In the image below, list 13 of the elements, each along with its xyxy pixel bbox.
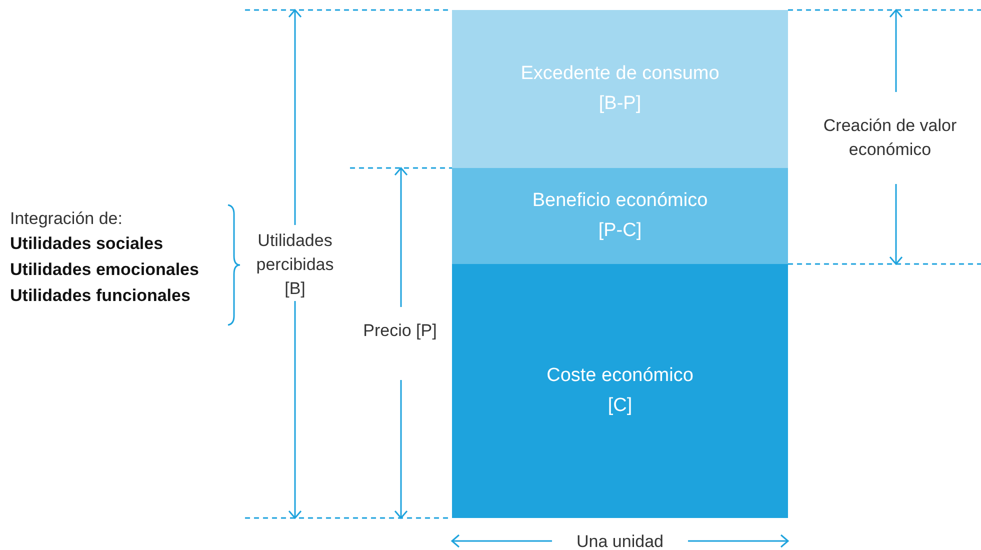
segment-label: [C] [608, 394, 632, 418]
segment-label: Excedente de consumo [520, 62, 720, 86]
segment-label: Coste económico [546, 364, 694, 388]
bar-segment [452, 264, 788, 518]
annotation-text: Utilidades funcionales [10, 285, 190, 307]
bar-segment [452, 10, 788, 168]
annotation-text: Utilidades emocionales [10, 259, 199, 281]
segment-label: [B-P] [598, 92, 642, 116]
annotation-text: Integración de: [10, 208, 122, 230]
segment-label: Beneficio económico [532, 189, 708, 213]
annotation-text: Utilidades sociales [10, 233, 164, 255]
bar-segment [452, 168, 788, 264]
segment-label: [P-C] [598, 219, 642, 243]
